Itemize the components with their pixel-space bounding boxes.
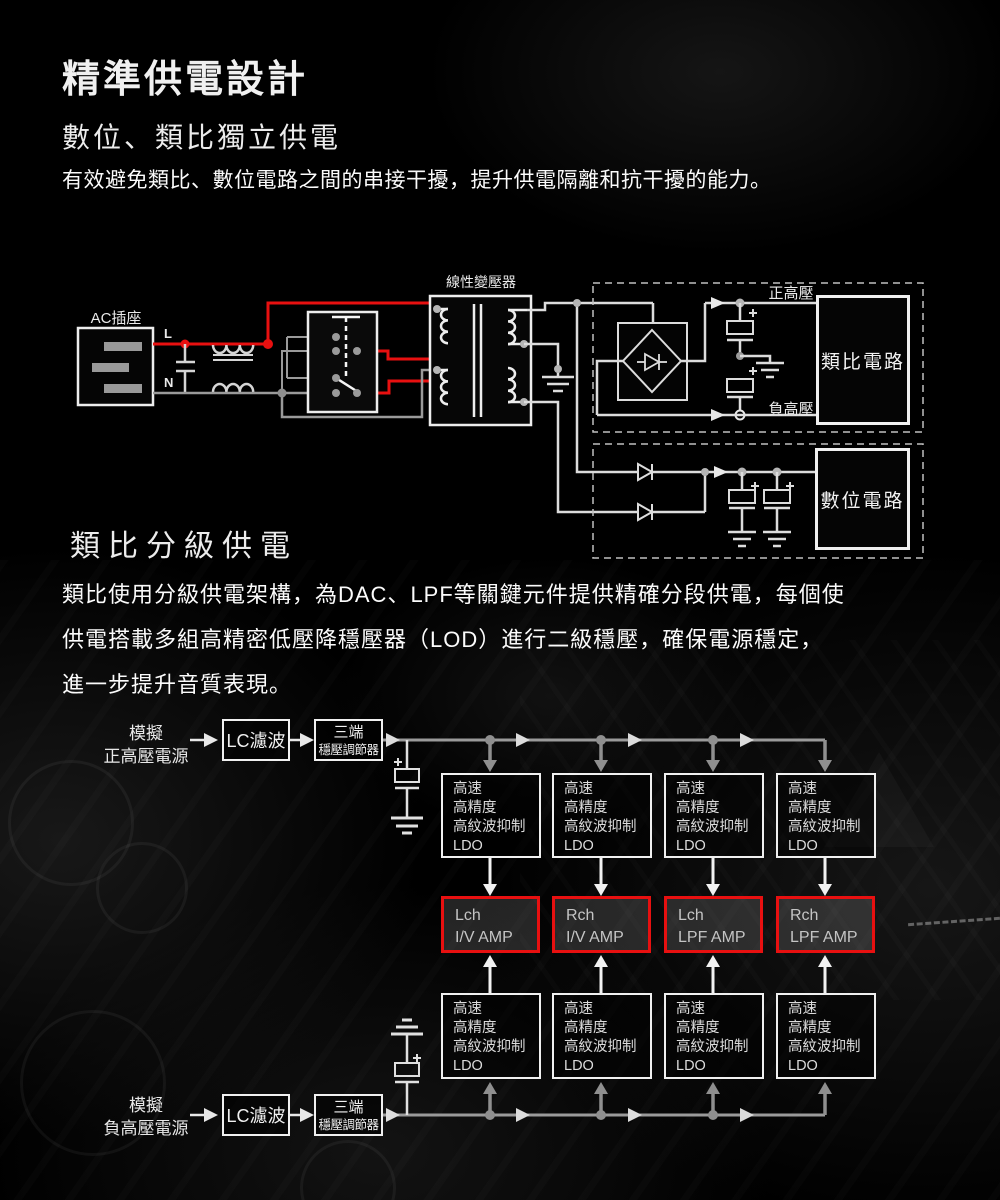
amp-box-lch-lpf: Lch LPF AMP [664, 896, 763, 953]
page-subtitle: 數位、類比獨立供電 [62, 122, 342, 153]
ldo-box: 高速 高精度 高紋波抑制 LDO [552, 773, 652, 858]
ldo-box: 高速 高精度 高紋波抑制 LDO [664, 993, 764, 1079]
negative-hv-label: 負高壓 [768, 401, 814, 418]
transformer-label: 線性變壓器 [446, 274, 516, 290]
regulator-line1: 三端 [333, 1098, 364, 1116]
ldo-box: 高速 高精度 高紋波抑制 LDO [664, 773, 764, 858]
intro-paragraph: 有效避免類比、數位電路之間的串接干擾，提升供電隔離和抗干擾的能力。 [62, 169, 772, 192]
transformer-symbol [428, 294, 533, 427]
ldo-box: 高速 高精度 高紋波抑制 LDO [441, 773, 541, 858]
digital-rails [637, 462, 815, 548]
regulator-box-bottom: 三端 穩壓調節器 [314, 1094, 383, 1136]
ldo-box: 高速 高精度 高紋波抑制 LDO [441, 993, 541, 1079]
positive-hv-label: 正高壓 [768, 285, 814, 302]
regulator-line1: 三端 [333, 723, 364, 741]
digital-circuit-box: 數位電路 [815, 448, 910, 550]
amp-box-rch-lpf: Rch LPF AMP [776, 896, 875, 953]
ldo-box: 高速 高精度 高紋波抑制 LDO [552, 993, 652, 1079]
lc-filter-box-top: LC濾波 [222, 719, 290, 761]
regulator-box-top: 三端 穩壓調節器 [314, 719, 383, 761]
ac-socket-label: AC插座 [90, 310, 142, 327]
amp-box-lch-iv: Lch I/V AMP [441, 896, 540, 953]
ldo-box: 高速 高精度 高紋波抑制 LDO [776, 993, 876, 1079]
source-negative-label: 模擬 負高壓電源 [103, 1096, 189, 1138]
neutral-label: N [164, 375, 174, 390]
ldo-box: 高速 高精度 高紋波抑制 LDO [776, 773, 876, 858]
bus-cap-ground-bottom [391, 1018, 423, 1115]
regulator-line2: 穩壓調節器 [318, 742, 379, 757]
section2-title: 類比分級供電 [70, 530, 298, 563]
pcb-dashed-marking [908, 916, 1000, 927]
neutral-wire [153, 336, 430, 419]
line-filter [176, 344, 255, 393]
regulator-line2: 穩壓調節器 [318, 1117, 379, 1132]
bridge-rectifier [595, 303, 707, 415]
analog-circuit-box: 類比電路 [816, 295, 910, 425]
lc-filter-box-bottom: LC濾波 [222, 1094, 290, 1136]
source-positive-label: 模擬 正高壓電源 [103, 724, 189, 766]
amp-box-rch-iv: Rch I/V AMP [552, 896, 651, 953]
bus-cap-ground-top [391, 740, 423, 835]
live-wire [153, 301, 433, 395]
page-title: 精準供電設計 [62, 59, 309, 101]
live-label: L [164, 326, 172, 341]
section2-paragraph: 類比使用分級供電架構，為DAC、LPF等關鍵元件提供精確分段供電，每個使 供電搭… [62, 582, 845, 697]
secondary-wiring [524, 299, 655, 514]
relay-symbol [306, 310, 379, 414]
ac-socket-symbol [76, 326, 155, 407]
